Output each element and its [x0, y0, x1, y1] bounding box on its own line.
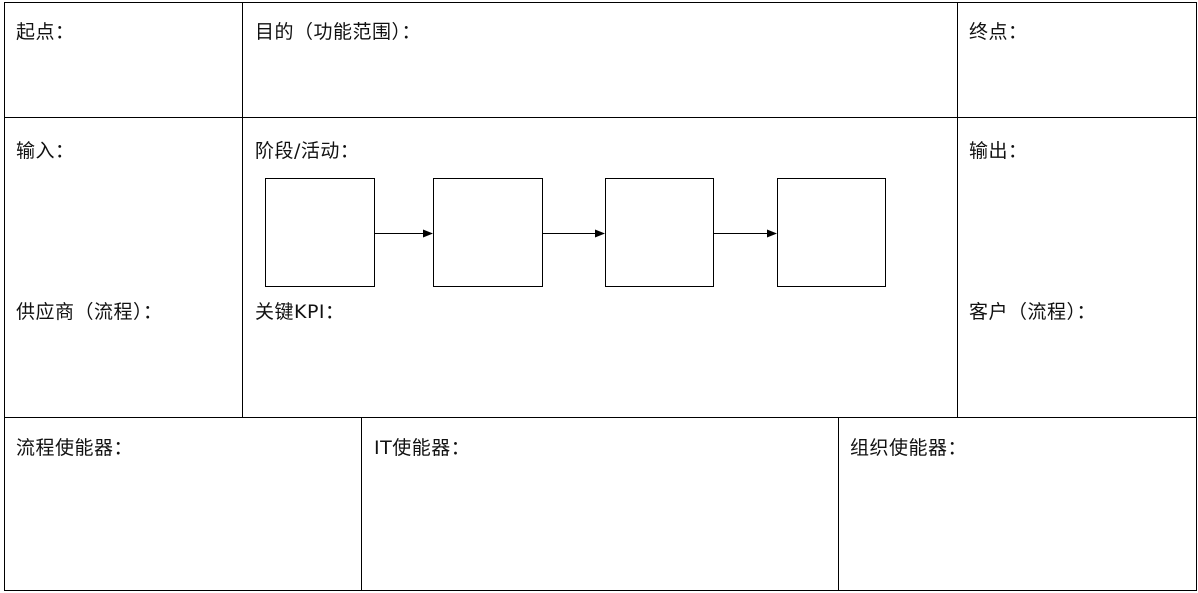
divider-col-right [957, 2, 958, 418]
stage-activity-label: 阶段/活动： [255, 140, 360, 162]
kpi-label: 关键KPI： [255, 301, 345, 323]
stage-box-4 [777, 178, 886, 287]
divider-bottom-1 [361, 417, 362, 591]
border-top [4, 2, 1197, 3]
purpose-label: 目的（功能范围）： [255, 21, 422, 43]
org-enabler-label: 组织使能器： [850, 437, 968, 459]
start-point-label: 起点： [16, 21, 75, 43]
end-point-label: 终点： [969, 21, 1028, 43]
divider-bottom-2 [838, 417, 839, 591]
process-enabler-label: 流程使能器： [16, 437, 134, 459]
supplier-label: 供应商（流程）： [16, 301, 163, 323]
stage-box-1 [265, 178, 375, 287]
border-bottom [4, 590, 1197, 591]
stage-box-2 [433, 178, 543, 287]
divider-col-left [242, 2, 243, 418]
output-label: 输出： [969, 140, 1028, 162]
input-label: 输入： [16, 140, 75, 162]
border-left [4, 2, 5, 591]
stage-box-3 [605, 178, 714, 287]
divider-row-1 [4, 117, 1197, 118]
divider-row-2 [4, 417, 1197, 418]
it-enabler-label: IT使能器： [374, 437, 471, 459]
border-right [1196, 2, 1197, 591]
customer-label: 客户（流程）： [969, 301, 1097, 323]
